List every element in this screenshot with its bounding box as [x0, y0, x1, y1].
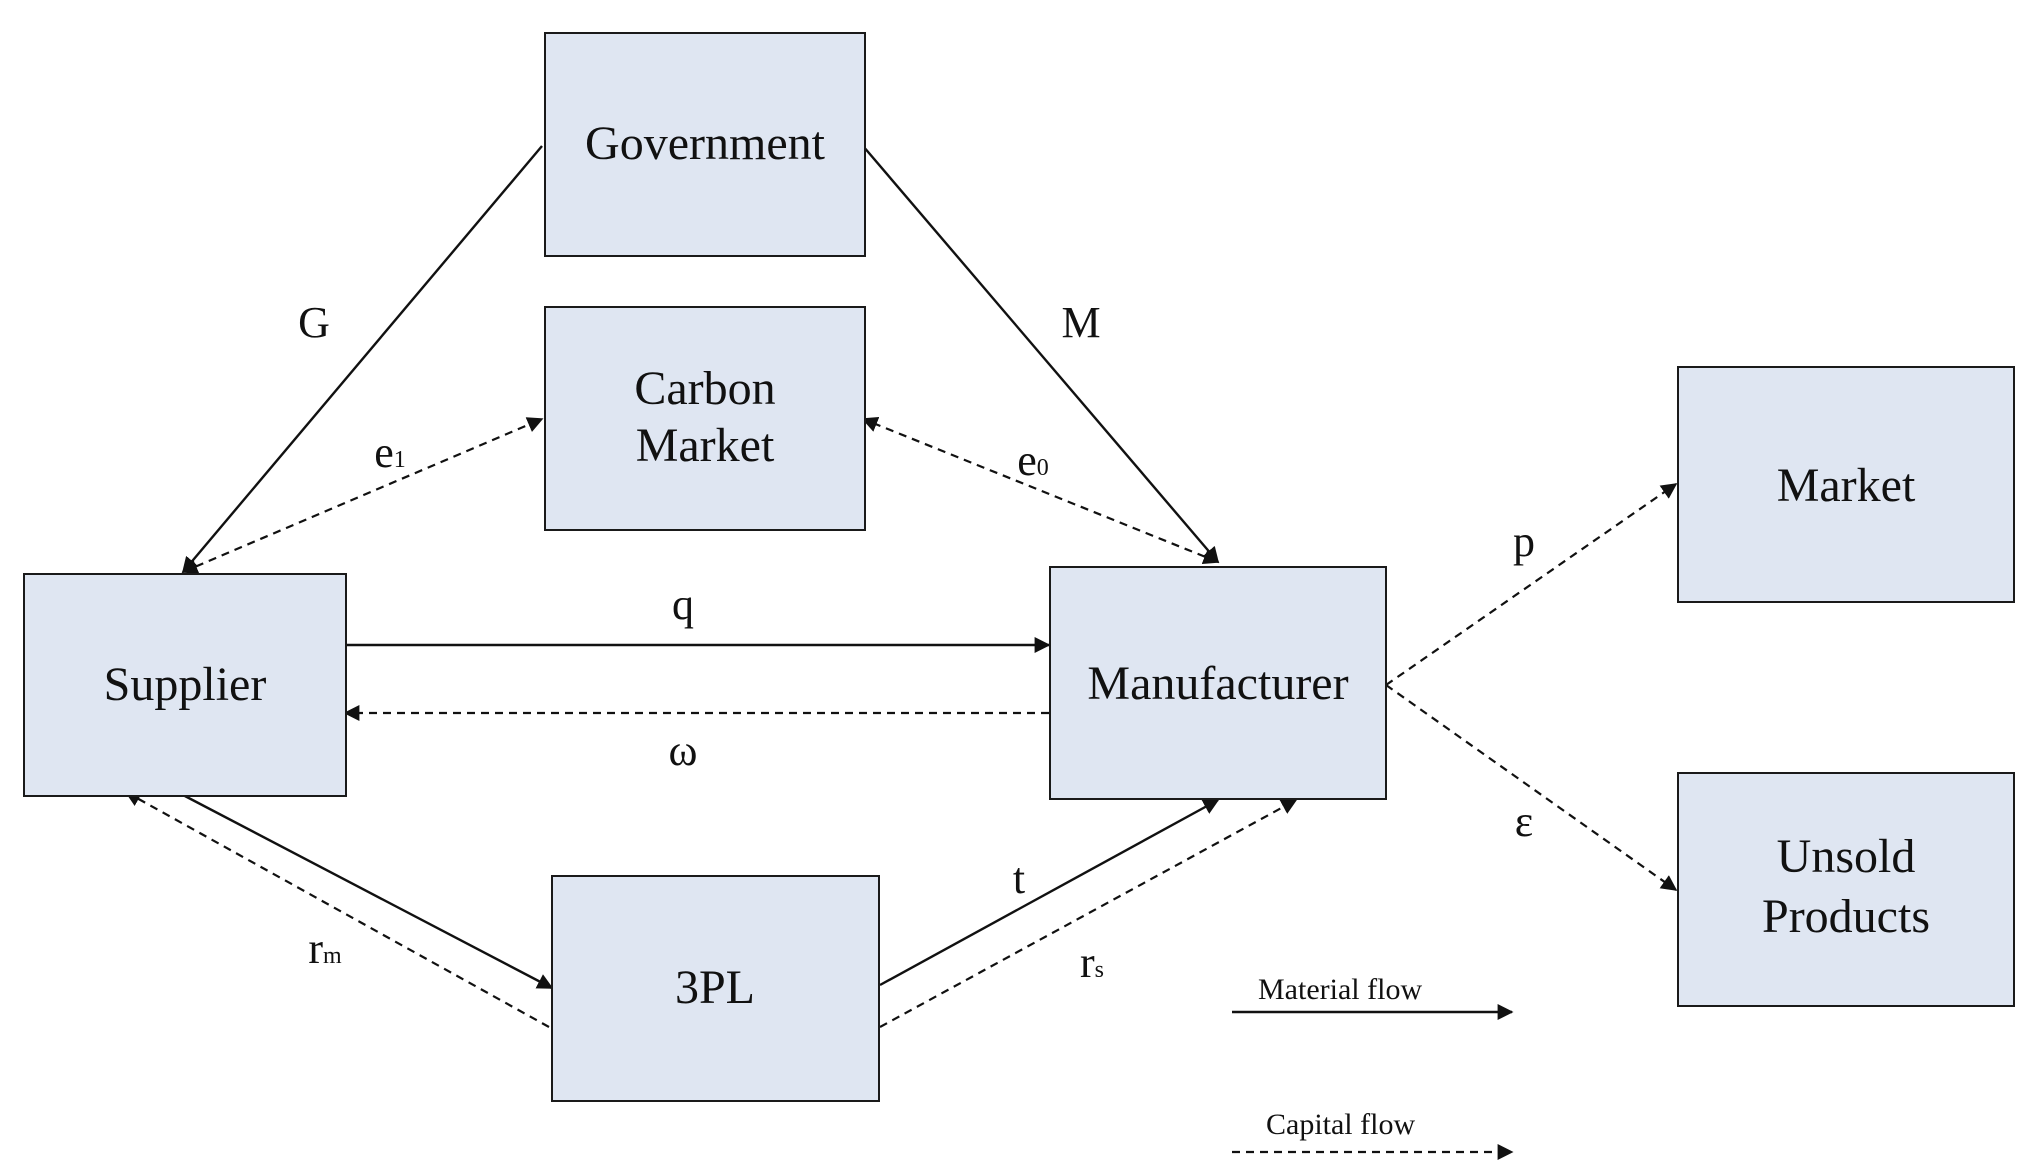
node-manufacturer-label: Manufacturer: [1087, 657, 1348, 710]
node-3pl: 3PL: [551, 875, 880, 1102]
label-M: M: [1061, 298, 1100, 347]
edge-3pl-manufacturer: [879, 798, 1220, 987]
label-q: q: [672, 580, 694, 629]
edge-3pl-manufacturer-capital: [879, 799, 1298, 1028]
node-market-label: Market: [1777, 459, 1916, 512]
node-unsold-products: Unsold Products: [1677, 772, 2015, 1007]
node-unsold-products-label-2: Products: [1762, 890, 1930, 943]
label-e1: e1: [374, 428, 406, 477]
label-e0: e0: [1017, 436, 1049, 485]
node-supplier: Supplier: [23, 573, 347, 797]
edge-government-manufacturer: [862, 145, 1220, 564]
legend: Material flow Capital flow: [1232, 973, 1514, 1160]
node-3pl-label: 3PL: [675, 961, 755, 1014]
label-rm: rm: [308, 924, 342, 973]
legend-capital-label: Capital flow: [1266, 1108, 1415, 1141]
edge-supplier-3pl: [182, 793, 554, 990]
label-rs: rs: [1080, 938, 1104, 987]
edge-government-supplier: [181, 145, 543, 574]
edge-3pl-supplier: [124, 791, 550, 1028]
edge-manufacturer-carbon-market: [861, 416, 1220, 565]
edge-manufacturer-market: [1385, 483, 1678, 686]
node-unsold-products-label-1: Unsold: [1777, 830, 1916, 883]
node-market: Market: [1677, 366, 2015, 603]
label-p: p: [1513, 517, 1535, 566]
label-t: t: [1013, 854, 1025, 903]
label-omega: ω: [669, 726, 698, 775]
node-government-label: Government: [585, 117, 826, 170]
label-epsilon: ε: [1515, 797, 1533, 846]
node-carbon-market-label-1: Carbon: [634, 362, 775, 415]
edge-supplier-carbon-market: [181, 417, 544, 574]
edge-manufacturer-unsold: [1385, 684, 1678, 891]
label-G: G: [298, 298, 330, 347]
node-manufacturer: Manufacturer: [1049, 566, 1387, 800]
node-carbon-market: Carbon Market: [544, 306, 866, 531]
legend-material-label: Material flow: [1258, 973, 1422, 1006]
node-government: Government: [544, 32, 866, 257]
node-supplier-label: Supplier: [104, 658, 267, 711]
node-carbon-market-label-2: Market: [636, 419, 775, 472]
